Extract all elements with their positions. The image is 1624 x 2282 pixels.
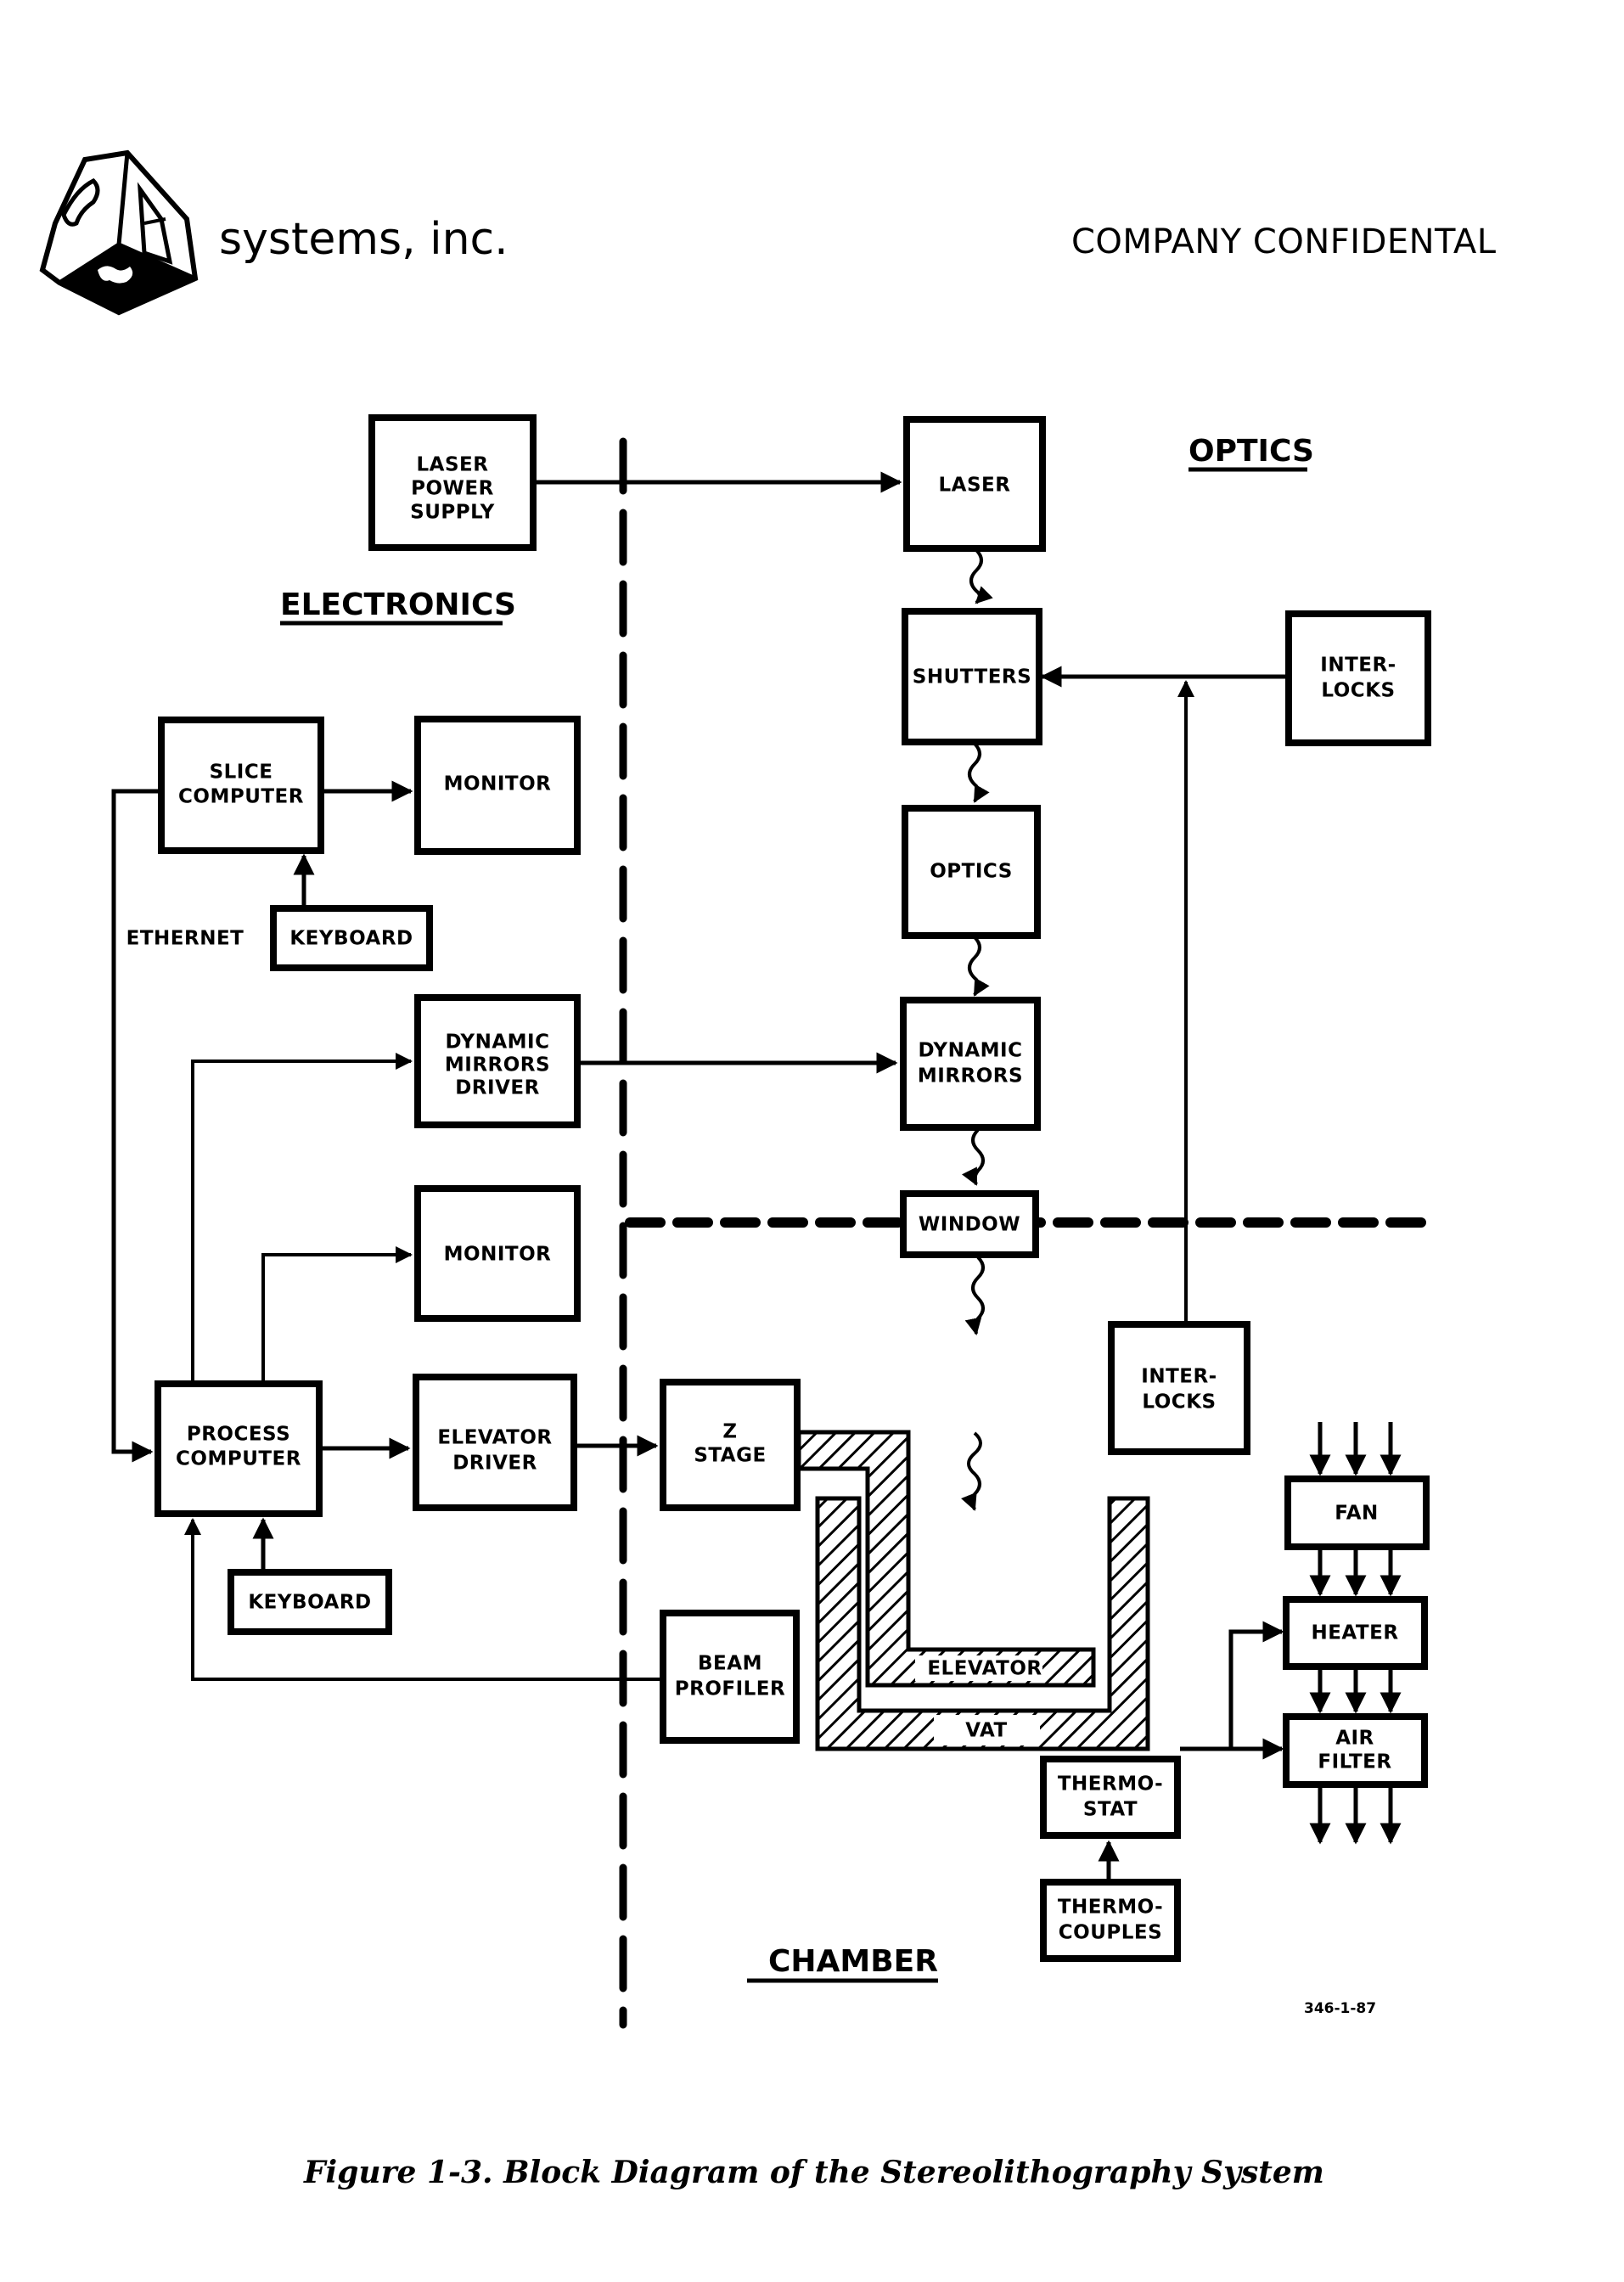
block-laser-power-supply: LASER POWER SUPPLY <box>372 418 533 548</box>
connector-process-to-mirror-driver <box>193 1061 411 1382</box>
airflow-in-arrows <box>1320 1422 1391 1474</box>
beam-optics-to-mirrors <box>969 937 980 995</box>
figure-caption: Figure 1-3. Block Diagram of the Stereol… <box>304 2155 1324 2190</box>
svg-text:THERMO-: THERMO- <box>1058 1897 1163 1919</box>
block-monitor-process: MONITOR <box>418 1189 577 1318</box>
block-fan: FAN <box>1288 1479 1426 1547</box>
svg-text:DYNAMIC: DYNAMIC <box>919 1040 1023 1062</box>
svg-text:ELECTRONICS: ELECTRONICS <box>280 587 516 622</box>
svg-text:CHAMBER: CHAMBER <box>768 1944 938 1979</box>
svg-text:FAN: FAN <box>1335 1503 1379 1525</box>
beam-shutters-to-optics <box>969 744 980 801</box>
svg-text:Z: Z <box>722 1421 737 1443</box>
svg-text:COUPLES: COUPLES <box>1059 1922 1162 1944</box>
svg-text:MIRRORS: MIRRORS <box>918 1065 1023 1088</box>
block-keyboard-process: KEYBOARD <box>231 1572 389 1632</box>
svg-text:AIR: AIR <box>1335 1728 1374 1750</box>
svg-text:DRIVER: DRIVER <box>452 1453 537 1475</box>
svg-text:BEAM: BEAM <box>698 1653 762 1675</box>
svg-text:VAT: VAT <box>965 1720 1007 1742</box>
svg-text:KEYBOARD: KEYBOARD <box>248 1592 371 1614</box>
block-elevator-driver: ELEVATOR DRIVER <box>416 1377 574 1508</box>
ethernet-label: ETHERNET <box>126 928 244 950</box>
svg-text:SHUTTERS: SHUTTERS <box>913 666 1031 689</box>
connector-process-to-monitor <box>263 1255 411 1382</box>
svg-text:MONITOR: MONITOR <box>444 773 552 795</box>
svg-text:SLICE: SLICE <box>210 762 273 784</box>
section-chamber: CHAMBER <box>747 1944 938 1981</box>
block-beam-profiler: BEAM PROFILER <box>663 1613 796 1740</box>
block-heater: HEATER <box>1286 1599 1425 1667</box>
svg-text:COMPUTER: COMPUTER <box>178 786 304 808</box>
ethernet-link <box>114 791 160 1452</box>
svg-text:ELEVATOR: ELEVATOR <box>437 1427 552 1449</box>
svg-text:WINDOW: WINDOW <box>919 1214 1020 1236</box>
block-z-stage: Z STAGE <box>663 1382 797 1508</box>
svg-text:PROCESS: PROCESS <box>187 1424 290 1446</box>
svg-text:THERMO-: THERMO- <box>1058 1773 1163 1796</box>
beam-into-vat <box>969 1433 981 1509</box>
svg-text:LOCKS: LOCKS <box>1321 680 1395 702</box>
svg-text:POWER: POWER <box>411 478 494 500</box>
block-keyboard-slice: KEYBOARD <box>273 908 430 968</box>
block-laser: LASER <box>907 419 1042 548</box>
svg-text:ELEVATOR: ELEVATOR <box>927 1658 1042 1680</box>
svg-text:STAT: STAT <box>1083 1799 1138 1821</box>
beam-mirrors-to-window <box>973 1130 983 1184</box>
section-electronics: ELECTRONICS <box>280 587 516 623</box>
block-interlocks-chamber: INTER- LOCKS <box>1111 1324 1247 1452</box>
block-slice-computer: SLICE COMPUTER <box>161 720 321 851</box>
svg-text:PROFILER: PROFILER <box>675 1678 785 1700</box>
drawing-code: 346-1-87 <box>1304 2000 1376 2017</box>
block-thermostat: THERMO- STAT <box>1043 1759 1177 1835</box>
beam-window-out <box>973 1257 983 1334</box>
block-monitor-slice: MONITOR <box>418 719 577 852</box>
airflow-fan-to-heater-arrows <box>1320 1547 1391 1594</box>
airflow-heater-to-filter-arrows <box>1320 1667 1391 1712</box>
svg-text:INTER-: INTER- <box>1141 1366 1217 1388</box>
block-process-computer: PROCESS COMPUTER <box>158 1384 319 1514</box>
block-shutters: SHUTTERS <box>905 611 1039 742</box>
beam-laser-to-shutters <box>971 550 981 603</box>
svg-text:STAGE: STAGE <box>694 1445 766 1467</box>
svg-text:HEATER: HEATER <box>1311 1622 1398 1644</box>
block-air-filter: AIR FILTER <box>1286 1717 1425 1785</box>
svg-text:OPTICS: OPTICS <box>930 861 1013 883</box>
block-window: WINDOW <box>903 1194 1036 1255</box>
svg-text:KEYBOARD: KEYBOARD <box>289 928 413 950</box>
svg-text:DYNAMIC: DYNAMIC <box>446 1031 550 1054</box>
svg-text:FILTER: FILTER <box>1318 1751 1391 1773</box>
connector-thermostat-to-heater <box>1231 1632 1282 1749</box>
svg-text:INTER-: INTER- <box>1320 655 1396 677</box>
block-thermocouples: THERMO- COUPLES <box>1043 1882 1177 1959</box>
svg-text:LASER: LASER <box>417 454 489 476</box>
svg-text:MONITOR: MONITOR <box>444 1244 552 1266</box>
block-dynamic-mirrors: DYNAMIC MIRRORS <box>903 1000 1037 1127</box>
block-interlocks-optics: INTER- LOCKS <box>1289 614 1428 743</box>
section-optics: OPTICS <box>1188 434 1314 469</box>
svg-text:MIRRORS: MIRRORS <box>445 1054 550 1076</box>
block-optics: OPTICS <box>905 808 1037 936</box>
svg-text:LASER: LASER <box>939 475 1011 497</box>
svg-text:SUPPLY: SUPPLY <box>410 502 495 524</box>
svg-text:LOCKS: LOCKS <box>1142 1391 1216 1414</box>
svg-text:OPTICS: OPTICS <box>1188 434 1314 469</box>
airflow-out-arrows <box>1320 1785 1391 1842</box>
svg-text:COMPUTER: COMPUTER <box>176 1448 301 1470</box>
block-dynamic-mirrors-driver: DYNAMIC MIRRORS DRIVER <box>418 998 577 1125</box>
svg-text:DRIVER: DRIVER <box>455 1077 540 1099</box>
